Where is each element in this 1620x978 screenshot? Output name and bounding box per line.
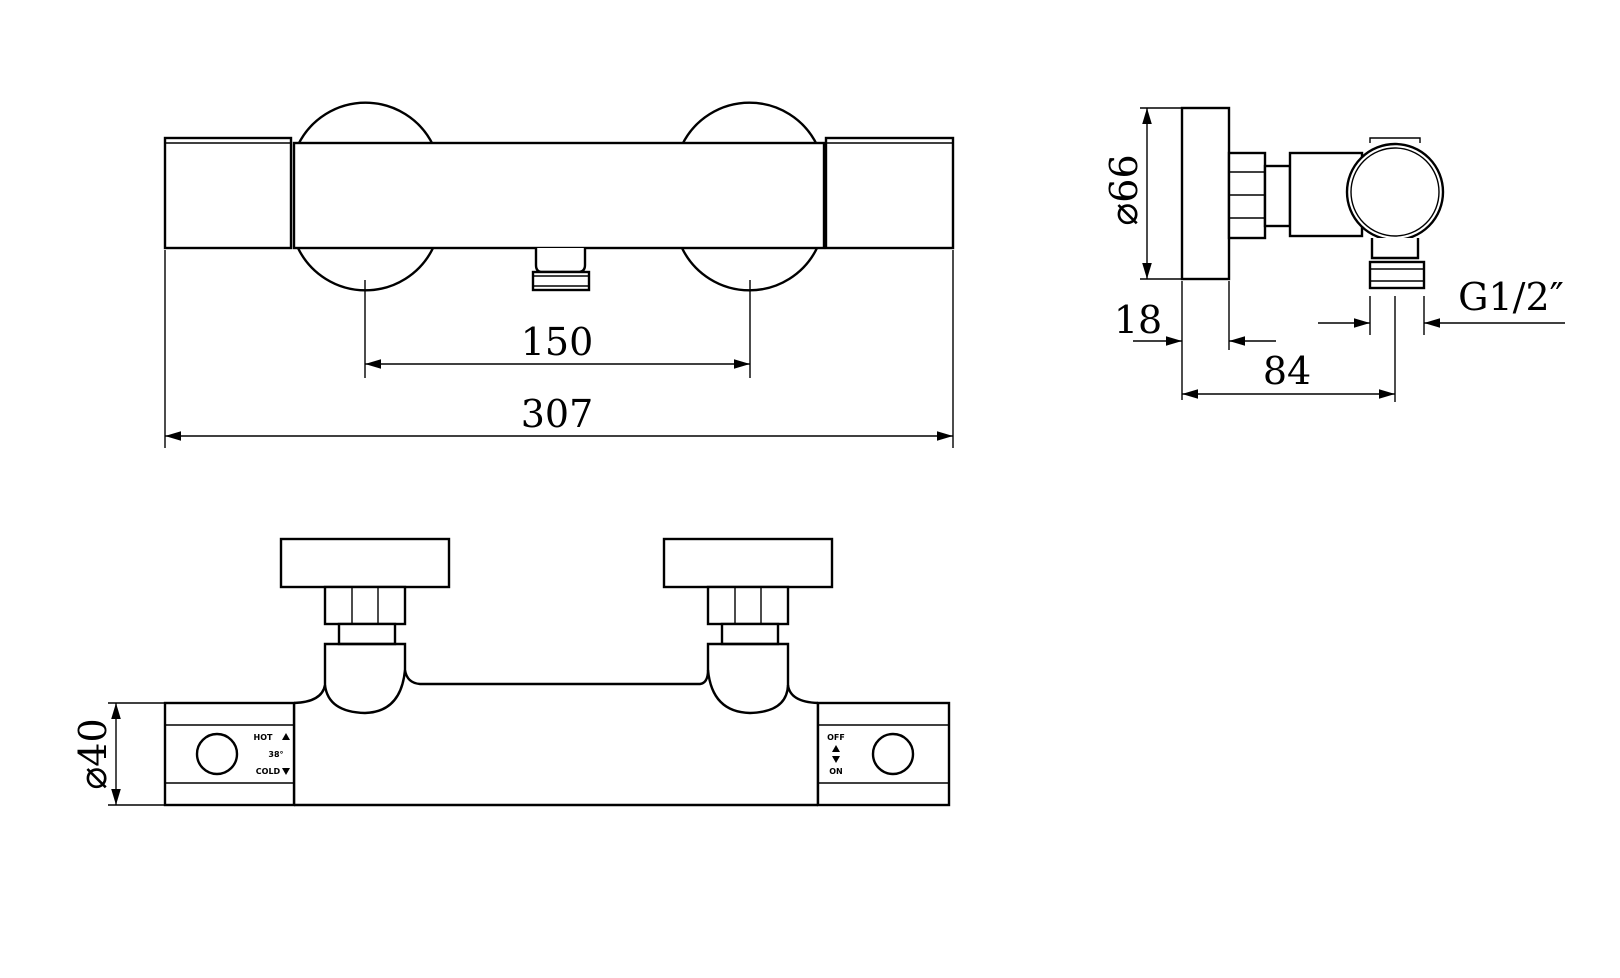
- right-wall-plate: [680, 101, 819, 146]
- flow-knob-icon: [871, 732, 915, 776]
- temp-knob-icon: [195, 732, 239, 776]
- dim-40-label: ⌀40: [71, 718, 115, 789]
- off-label: OFF: [827, 733, 845, 742]
- down-triangle-icon: [282, 768, 290, 775]
- top-view: HOT 38° COLD OFF ON ⌀40: [71, 537, 951, 807]
- on-label: ON: [829, 767, 843, 776]
- side-wall-plate: [1180, 106, 1231, 281]
- up-triangle-icon: [282, 733, 290, 740]
- dim-66-label: ⌀66: [1102, 154, 1146, 225]
- front-view: 150 307: [163, 101, 955, 448]
- right-end-cap: [824, 136, 955, 250]
- dim-150-label: 150: [521, 320, 594, 364]
- dim-307-label: 307: [521, 392, 594, 436]
- left-handle: [279, 537, 451, 589]
- side-outlet: [1368, 260, 1426, 290]
- hot-label: HOT: [254, 733, 273, 742]
- temp-38-label: 38°: [268, 750, 283, 759]
- main-body: [292, 141, 826, 250]
- cold-label: COLD: [256, 767, 281, 776]
- up-down-arrows-icon: [832, 745, 840, 763]
- dim-84-label: 84: [1263, 349, 1311, 393]
- side-body-circle: [1345, 142, 1445, 242]
- right-handle: [662, 537, 834, 589]
- thread-label: G1/2″: [1458, 275, 1564, 319]
- body-bridge-outline: [293, 642, 819, 705]
- left-end-cap: [163, 136, 293, 250]
- left-wall-plate: [296, 101, 435, 146]
- side-view: ⌀66 18 84 G1/2″: [1102, 106, 1565, 402]
- dim-18-label: 18: [1114, 298, 1162, 342]
- side-arm: [1263, 164, 1292, 228]
- outlet-connector: [534, 248, 587, 274]
